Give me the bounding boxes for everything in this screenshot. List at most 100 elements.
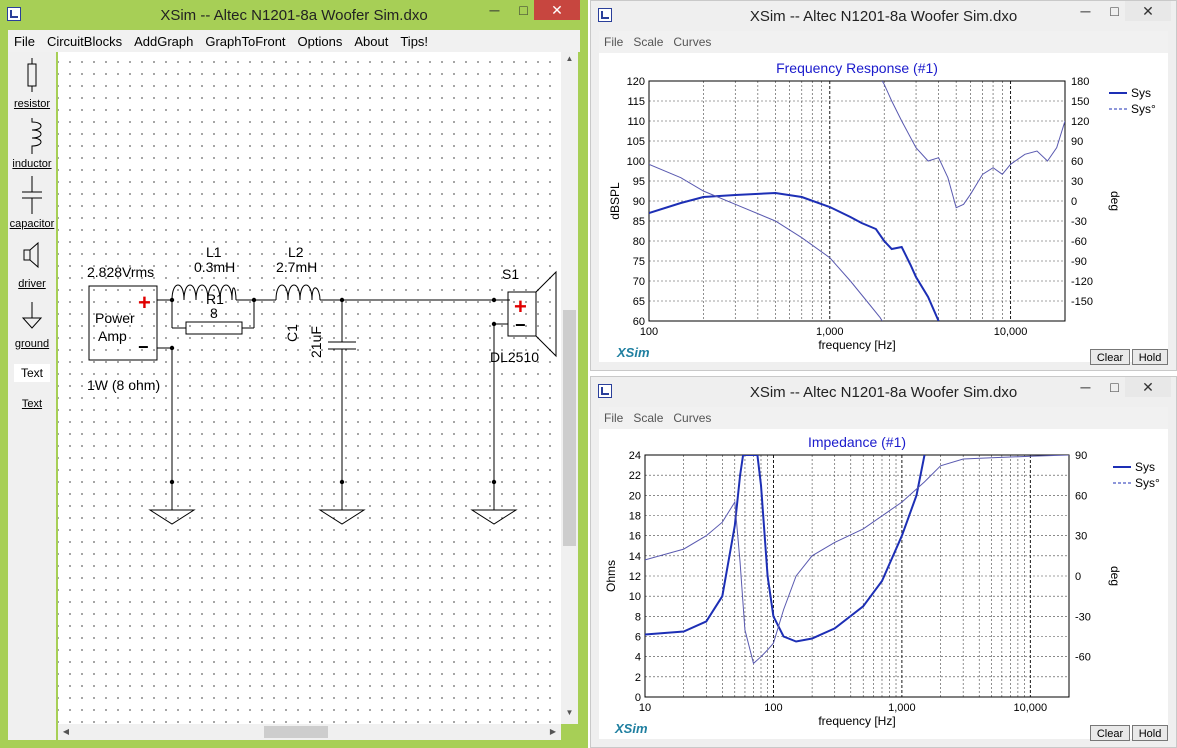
impedance-window: XSim -- Altec N1201-8a Woofer Sim.dxo ─ … — [590, 376, 1177, 748]
power-amp-label-2: Amp — [98, 328, 127, 344]
y2-tick-label: 0 — [1075, 571, 1081, 583]
horizontal-scroll-thumb[interactable] — [264, 726, 328, 738]
menu-circuitblocks[interactable]: CircuitBlocks — [46, 33, 123, 49]
speaker-minus-terminal: − — [515, 315, 526, 335]
menu-about[interactable]: About — [354, 33, 389, 49]
maximize-icon[interactable]: □ — [1110, 3, 1119, 19]
menu-tips[interactable]: Tips! — [400, 33, 429, 49]
z-titlebar[interactable]: XSim -- Altec N1201-8a Woofer Sim.dxo ─ … — [591, 377, 1176, 407]
menu-curves[interactable]: Curves — [673, 35, 712, 49]
y-tick-label: 70 — [633, 276, 645, 288]
y-tick-label: 0 — [635, 692, 641, 704]
legend-sys-label: Sys — [1135, 460, 1155, 474]
clear-button[interactable]: Clear — [1090, 725, 1130, 741]
minimize-icon[interactable]: ─ — [489, 2, 500, 18]
hold-button[interactable]: Hold — [1132, 725, 1168, 741]
vertical-scroll-thumb[interactable] — [563, 310, 576, 546]
source-power-label: 1W (8 ohm) — [87, 377, 161, 393]
resistor-icon[interactable] — [22, 58, 42, 94]
menu-scale[interactable]: Scale — [633, 411, 664, 425]
x-tick-label: 1,000 — [816, 326, 844, 338]
y-tick-label: 90 — [633, 196, 645, 208]
ground-symbol-c1 — [318, 509, 366, 525]
y-tick-label: 18 — [629, 511, 641, 523]
y-tick-label: 115 — [627, 96, 645, 108]
y2-tick-label: -60 — [1071, 236, 1087, 248]
ground-icon[interactable] — [20, 302, 44, 332]
menu-file[interactable]: File — [604, 35, 624, 49]
main-window-title: XSim -- Altec N1201-8a Woofer Sim.dxo — [160, 7, 428, 24]
app-icon — [598, 8, 612, 22]
menu-file[interactable]: File — [604, 411, 624, 425]
close-icon[interactable]: ✕ — [1125, 1, 1171, 21]
app-icon — [7, 7, 21, 21]
xsim-brand: XSim — [617, 345, 650, 360]
z-menubar: File Scale Curves — [599, 407, 1168, 429]
component-toolbar: resistor inductor capacitor driver groun… — [8, 52, 56, 740]
vertical-scrollbar[interactable]: ▲ ▼ — [561, 52, 578, 724]
y-tick-label: 80 — [633, 236, 645, 248]
main-window: XSim -- Altec N1201-8a Woofer Sim.dxo ─ … — [0, 0, 588, 748]
y2-tick-label: 90 — [1075, 450, 1087, 462]
y-tick-label: 6 — [635, 632, 641, 644]
menu-graphtofront[interactable]: GraphToFront — [205, 33, 286, 49]
y2-axis-label: deg — [1108, 566, 1122, 586]
series-sys-deg-line — [649, 81, 1065, 321]
y-tick-label: 2 — [635, 672, 641, 684]
driver-icon[interactable] — [20, 240, 44, 272]
speaker-cone — [535, 270, 557, 358]
menu-file[interactable]: File — [14, 33, 35, 49]
y2-tick-label: 60 — [1075, 490, 1087, 502]
tool-driver[interactable]: driver — [18, 278, 46, 290]
inductor-icon[interactable] — [20, 118, 44, 156]
l2-name: L2 — [288, 244, 304, 260]
r1-value: 8 — [210, 305, 218, 321]
maximize-icon[interactable]: □ — [519, 2, 528, 18]
y2-tick-label: 150 — [1071, 96, 1089, 108]
tool-inductor[interactable]: inductor — [12, 158, 52, 170]
menu-addgraph[interactable]: AddGraph — [134, 33, 194, 49]
tool-text[interactable]: Text — [21, 398, 43, 410]
tool-resistor[interactable]: resistor — [13, 98, 51, 110]
close-icon[interactable]: ✕ — [534, 0, 580, 20]
speaker-magnet — [507, 291, 537, 337]
legend-sysdeg-label: Sys° — [1131, 102, 1156, 116]
capacitor-icon[interactable] — [20, 176, 44, 216]
y2-tick-label: 180 — [1071, 76, 1089, 88]
tool-ground[interactable]: ground — [14, 338, 50, 350]
menu-scale[interactable]: Scale — [633, 35, 664, 49]
schematic-canvas[interactable]: 2.828Vrms Power Amp + − 1W (8 ohm) L1 0.… — [58, 52, 561, 724]
tool-capacitor[interactable]: capacitor — [9, 218, 55, 230]
scroll-left-icon[interactable]: ◀ — [62, 727, 70, 736]
clear-button[interactable]: Clear — [1090, 349, 1130, 365]
main-titlebar[interactable]: XSim -- Altec N1201-8a Woofer Sim.dxo ─ … — [0, 0, 588, 30]
horizontal-scrollbar[interactable]: ◀ ▶ — [58, 724, 561, 740]
y2-axis-label: deg — [1108, 191, 1122, 211]
maximize-icon[interactable]: □ — [1110, 379, 1119, 395]
c1-value: 21uF — [308, 326, 324, 358]
hold-button[interactable]: Hold — [1132, 349, 1168, 365]
scroll-right-icon[interactable]: ▶ — [549, 727, 557, 736]
close-icon[interactable]: ✕ — [1125, 377, 1171, 397]
scroll-up-icon[interactable]: ▲ — [565, 54, 574, 63]
legend-sysdeg-label: Sys° — [1135, 476, 1160, 490]
y-tick-label: 22 — [629, 470, 641, 482]
fr-titlebar[interactable]: XSim -- Altec N1201-8a Woofer Sim.dxo ─ … — [591, 1, 1176, 31]
y-tick-label: 60 — [633, 316, 645, 328]
minimize-icon[interactable]: ─ — [1080, 379, 1091, 395]
y-tick-label: 16 — [629, 531, 641, 543]
power-amp-box — [88, 285, 158, 361]
minimize-icon[interactable]: ─ — [1080, 3, 1091, 19]
l1-name: L1 — [206, 244, 222, 260]
y2-tick-label: 90 — [1071, 136, 1083, 148]
y2-tick-label: 120 — [1071, 116, 1089, 128]
menu-options[interactable]: Options — [297, 33, 343, 49]
menu-curves[interactable]: Curves — [673, 411, 712, 425]
series-sys-deg-line — [645, 455, 1069, 665]
text-tool-icon[interactable]: Text — [14, 364, 50, 382]
chart-title: Frequency Response (#1) — [776, 60, 938, 76]
plot-frame — [644, 454, 1070, 698]
scroll-down-icon[interactable]: ▼ — [565, 708, 574, 717]
schematic-drawing — [88, 270, 557, 525]
